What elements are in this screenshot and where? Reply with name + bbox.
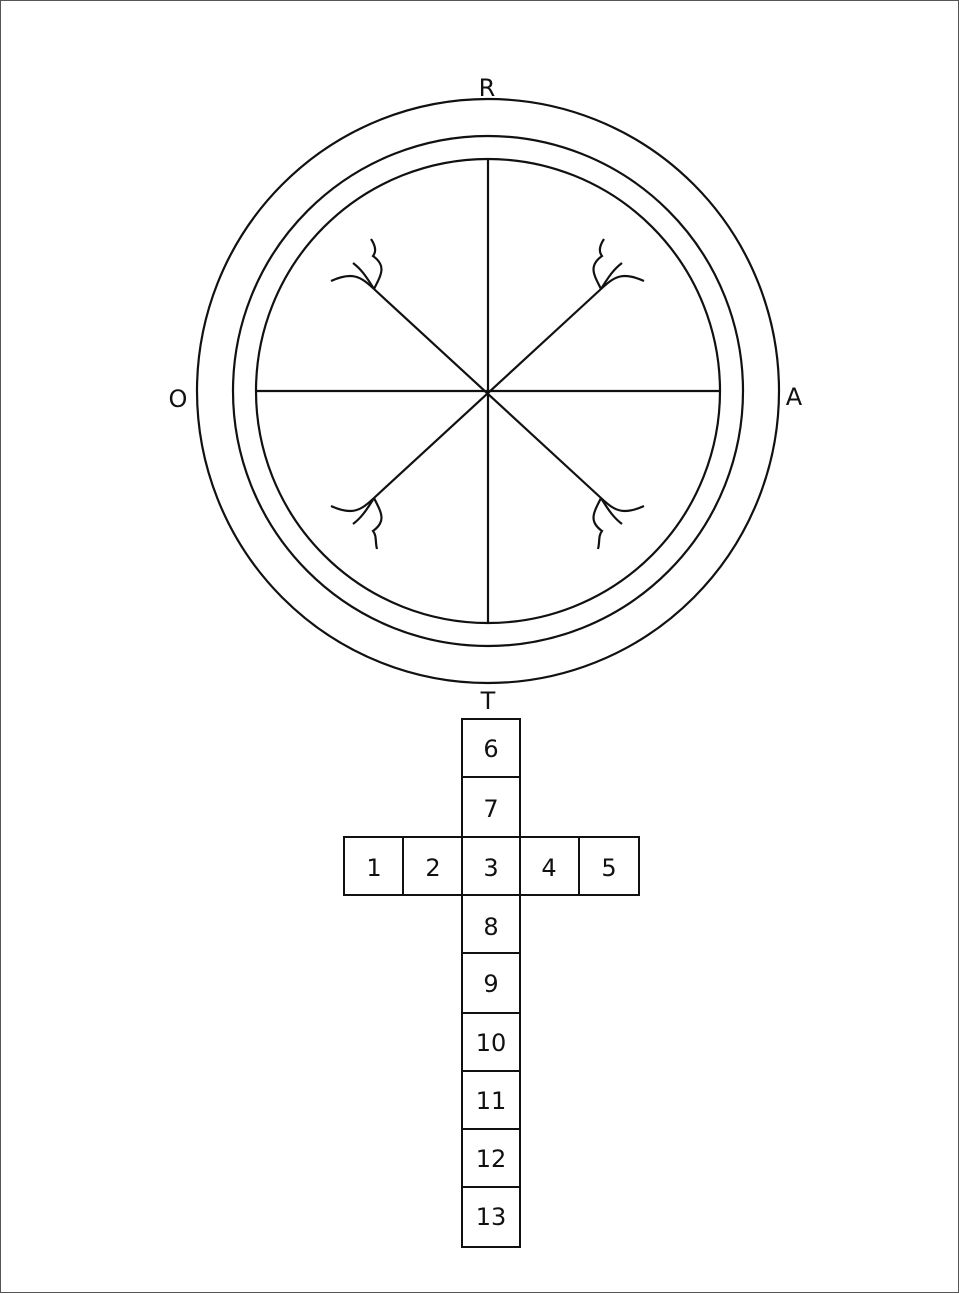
cell-label-3: 3 (483, 854, 498, 882)
label-bottom: T (480, 687, 496, 715)
cell-label-2: 2 (425, 854, 440, 882)
cell-label-4: 4 (541, 854, 556, 882)
cell-label-9: 9 (483, 970, 498, 998)
trident-top-right-icon (594, 239, 644, 289)
label-top: R (479, 74, 496, 102)
cell-label-13: 13 (476, 1203, 507, 1231)
cell-label-5: 5 (601, 854, 616, 882)
cell-label-8: 8 (483, 913, 498, 941)
label-right: A (786, 383, 803, 411)
trident-top-left-icon (331, 239, 381, 289)
cell-label-12: 12 (476, 1145, 507, 1173)
trident-bottom-left-icon (331, 498, 381, 549)
cell-label-6: 6 (483, 735, 498, 763)
cell-label-7: 7 (483, 795, 498, 823)
cell-label-1: 1 (366, 854, 381, 882)
cell-label-11: 11 (476, 1087, 507, 1115)
cell-label-10: 10 (476, 1029, 507, 1057)
label-left: O (169, 385, 188, 413)
trident-bottom-right-icon (594, 498, 644, 549)
